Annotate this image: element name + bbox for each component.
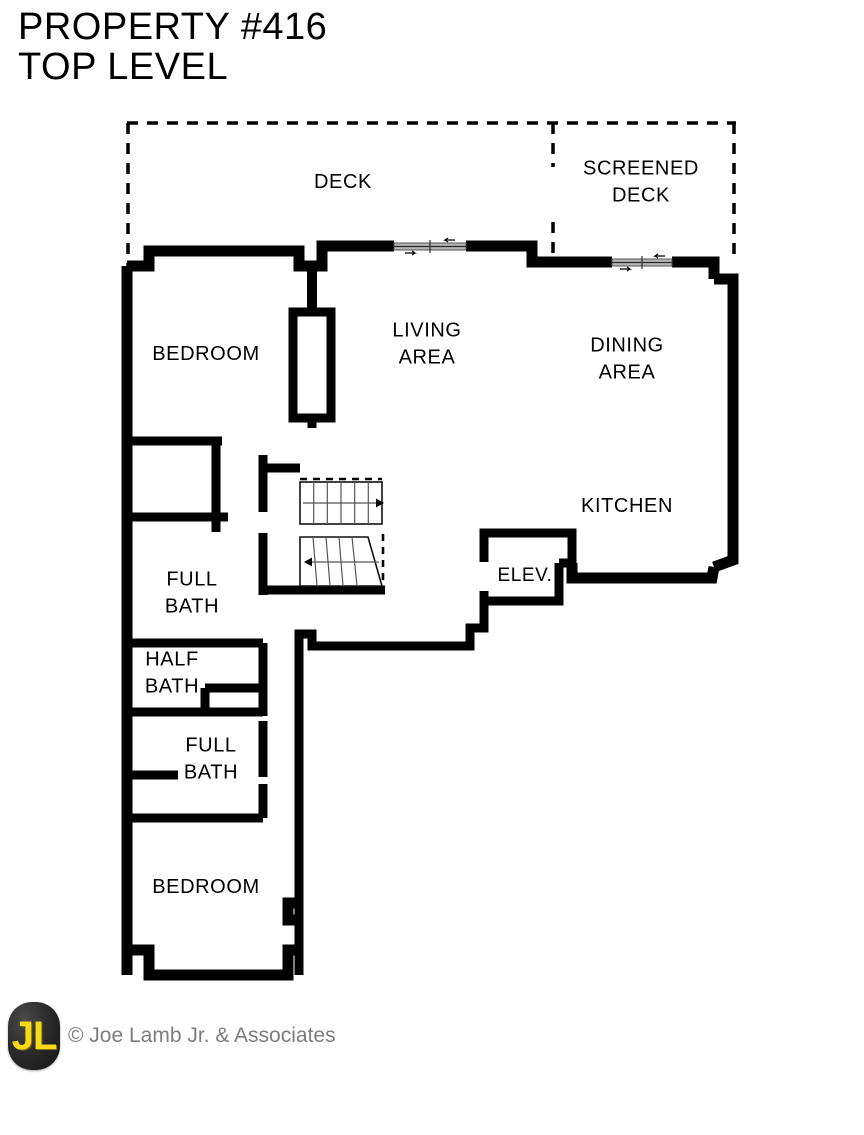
exterior-walls bbox=[121, 240, 739, 975]
title-line-level: TOP LEVEL bbox=[18, 45, 229, 88]
fireplace bbox=[288, 266, 336, 428]
slider-living-door bbox=[393, 237, 467, 256]
room-label-full-bath-1-line2: BATH bbox=[165, 596, 219, 618]
room-label-deck: DECK bbox=[314, 171, 372, 193]
room-label-bedroom-lower: BEDROOM bbox=[152, 876, 260, 898]
room-label-elevator: ELEV. bbox=[497, 565, 552, 586]
slider-dining-door bbox=[611, 253, 673, 272]
room-label-full-bath-1-line1: FULL bbox=[166, 569, 217, 591]
stair-up bbox=[299, 477, 384, 525]
room-label-half-bath-line1: HALF bbox=[145, 649, 199, 671]
elevator-shaft bbox=[479, 528, 577, 606]
room-label-kitchen: KITCHEN bbox=[581, 495, 673, 517]
room-labels: DECK SCREENED DECK BEDROOM LIVING AREA DINING A… bbox=[145, 158, 699, 899]
footer-credit: JL © Joe Lamb Jr. & Associates bbox=[8, 1002, 336, 1070]
title-line-property: PROPERTY #416 bbox=[18, 6, 328, 48]
lower-bedroom-walls bbox=[127, 897, 299, 981]
page-title: PROPERTY #416 TOP LEVEL bbox=[18, 6, 328, 88]
joe-lamb-logo-icon: JL bbox=[8, 1002, 60, 1070]
room-label-full-bath-2-line1: FULL bbox=[185, 735, 236, 757]
center-hall-walls bbox=[294, 601, 489, 975]
copyright-credit-text: © Joe Lamb Jr. & Associates bbox=[68, 1024, 336, 1047]
interior-walls bbox=[127, 436, 385, 823]
stair-down bbox=[299, 534, 385, 590]
room-label-living-area-line2: AREA bbox=[399, 347, 456, 369]
logo-text: JL bbox=[11, 1014, 58, 1058]
room-label-full-bath-2-line2: BATH bbox=[184, 762, 238, 784]
room-label-half-bath-line2: BATH bbox=[145, 676, 199, 698]
room-label-dining-area-line2: AREA bbox=[599, 362, 656, 384]
room-label-dining-area-line1: DINING bbox=[590, 335, 664, 357]
room-label-screened-deck-line1: SCREENED bbox=[583, 158, 699, 180]
room-label-living-area-line1: LIVING bbox=[392, 320, 461, 342]
room-label-bedroom-upper: BEDROOM bbox=[152, 343, 260, 365]
room-label-screened-deck-line2: DECK bbox=[612, 185, 670, 207]
deck-dashed-boundary bbox=[126, 121, 736, 266]
